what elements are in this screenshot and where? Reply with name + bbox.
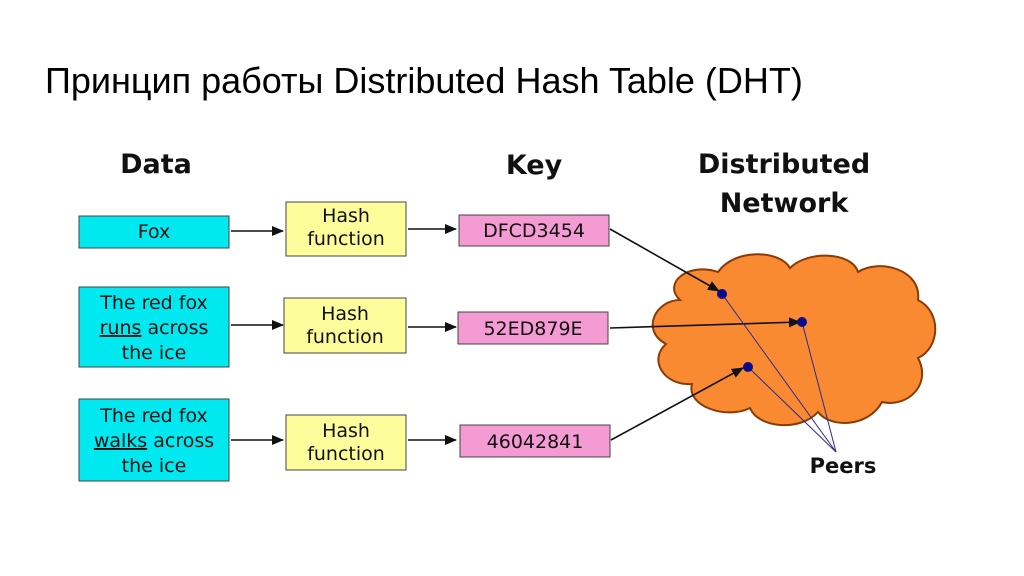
key-box xyxy=(459,424,611,458)
data-box xyxy=(78,215,230,249)
data-box xyxy=(78,286,230,368)
peer-node-2 xyxy=(797,317,807,327)
data-text-underlined-word: walks xyxy=(94,430,147,452)
data-text-segment: The red fox xyxy=(99,405,208,427)
key-value: 52ED879E xyxy=(483,318,582,340)
hash-function-box xyxy=(285,414,407,471)
hash-function-label-line2: function xyxy=(307,443,385,465)
data-text-segment: the ice xyxy=(122,342,187,364)
data-text-segment: the ice xyxy=(122,455,187,477)
data-text-underlined-word: runs xyxy=(100,317,142,339)
row-3: The red fox walks across the ice Hash func… xyxy=(78,398,611,482)
data-text-segment: The red fox xyxy=(99,292,208,314)
row-1: Fox Hash function DFCD3454 xyxy=(78,201,610,257)
hash-function-box xyxy=(285,201,407,257)
hash-function-label-line1: Hash xyxy=(322,205,370,227)
data-text-segment: Fox xyxy=(138,221,171,243)
key-box xyxy=(458,214,610,247)
peers-label: Peers xyxy=(810,454,877,478)
row-2: The red fox runs across the ice Hash funct… xyxy=(78,286,609,368)
hash-function-label-line2: function xyxy=(307,228,385,250)
header-key: Key xyxy=(506,150,563,181)
hash-function-label-line1: Hash xyxy=(322,420,370,442)
peer-node-1 xyxy=(717,289,727,299)
data-box xyxy=(78,398,230,482)
hash-function-box xyxy=(283,297,407,354)
slide-title: Принцип работы Distributed Hash Table (D… xyxy=(45,60,803,101)
data-text-segment: across xyxy=(141,317,208,339)
key-value: DFCD3454 xyxy=(483,220,585,242)
key-box xyxy=(457,311,609,345)
peer-node-3 xyxy=(743,362,753,372)
data-text-segment: across xyxy=(147,430,214,452)
header-network-line2: Network xyxy=(720,188,850,219)
network-cloud xyxy=(651,253,937,426)
key-to-peer-arrow-2 xyxy=(609,317,801,329)
key-to-peer-arrow-1 xyxy=(609,228,720,292)
header-network-line1: Distributed xyxy=(698,149,870,180)
peer-connectors xyxy=(721,293,837,453)
hash-function-label-line1: Hash xyxy=(321,303,369,325)
hash-function-label-line2: function xyxy=(306,326,384,348)
data-text: Fox xyxy=(138,221,171,243)
header-data: Data xyxy=(120,149,192,180)
key-to-peer-arrow-3 xyxy=(610,367,744,441)
data-text: The red fox runs across the ice xyxy=(99,292,208,364)
data-text: The red fox walks across the ice xyxy=(94,405,214,477)
key-value: 46042841 xyxy=(487,431,584,453)
